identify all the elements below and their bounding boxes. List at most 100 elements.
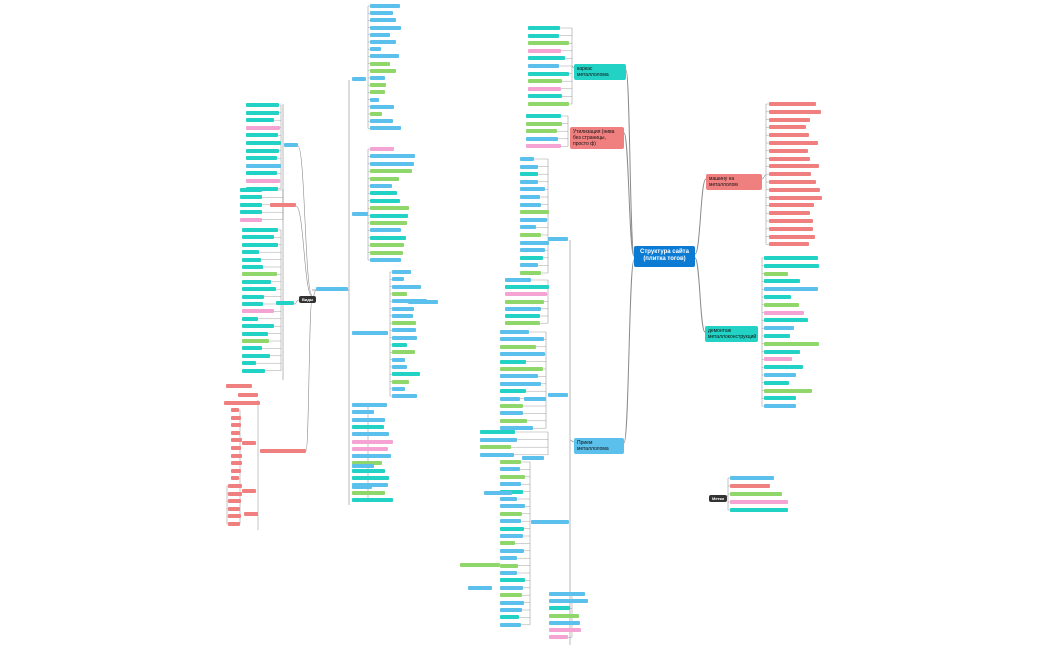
leaf-node[interactable] [228, 484, 236, 488]
leaf-node[interactable] [520, 195, 540, 199]
leaf-node[interactable] [520, 164, 538, 169]
leaf-node[interactable] [370, 206, 409, 211]
leaf-node[interactable] [240, 202, 262, 207]
leaf-node[interactable] [531, 520, 569, 524]
leaf-node[interactable] [260, 449, 306, 453]
leaf-node[interactable] [520, 240, 549, 245]
leaf-node[interactable] [548, 393, 568, 397]
leaf-node[interactable] [769, 172, 811, 177]
leaf-node[interactable] [505, 306, 541, 311]
leaf-node[interactable] [505, 299, 544, 304]
leaf-node[interactable] [480, 445, 511, 450]
leaf-node[interactable] [352, 476, 389, 480]
leaf-node[interactable] [769, 109, 821, 114]
leaf-node[interactable] [500, 359, 526, 364]
leaf-node[interactable] [528, 26, 560, 30]
leaf-node[interactable] [730, 500, 788, 504]
leaf-node[interactable] [270, 203, 296, 207]
leaf-node[interactable] [520, 187, 545, 192]
leaf-node[interactable] [730, 484, 770, 488]
leaf-node[interactable] [242, 302, 263, 306]
leaf-node[interactable] [460, 563, 500, 567]
leaf-node[interactable] [500, 352, 545, 357]
leaf-node[interactable] [352, 432, 389, 437]
leaf-node[interactable] [500, 548, 524, 553]
leaf-node[interactable] [500, 541, 515, 546]
leaf-node[interactable] [528, 79, 562, 84]
leaf-node[interactable] [392, 386, 405, 391]
leaf-node[interactable] [526, 114, 561, 118]
leaf-node[interactable] [764, 388, 812, 393]
leaf-node[interactable] [730, 508, 788, 512]
leaf-node[interactable] [500, 367, 543, 371]
leaf-node[interactable] [392, 313, 413, 318]
leaf-node[interactable] [526, 129, 557, 134]
leaf-node[interactable] [370, 11, 393, 16]
leaf-node[interactable] [528, 71, 569, 76]
leaf-node[interactable] [500, 504, 525, 509]
leaf-node[interactable] [228, 499, 236, 504]
leaf-node[interactable] [370, 47, 381, 52]
leaf-node[interactable] [231, 430, 240, 435]
leaf-node[interactable] [549, 628, 581, 632]
leaf-node[interactable] [769, 164, 819, 169]
leaf-node[interactable] [246, 171, 277, 176]
leaf-node[interactable] [392, 328, 416, 333]
leaf-node[interactable] [244, 512, 258, 516]
leaf-node[interactable] [240, 195, 262, 200]
leaf-node[interactable] [392, 357, 405, 362]
leaf-node[interactable] [370, 61, 390, 66]
leaf-node[interactable] [352, 403, 387, 407]
leaf-node[interactable] [370, 68, 396, 73]
leaf-node[interactable] [242, 294, 264, 299]
leaf-node[interactable] [730, 476, 774, 480]
leaf-node[interactable] [370, 198, 400, 203]
leaf-node[interactable] [352, 439, 393, 444]
leaf-node[interactable] [500, 467, 520, 472]
leaf-node[interactable] [352, 417, 385, 422]
leaf-node[interactable] [764, 404, 796, 409]
leaf-node[interactable] [242, 339, 269, 343]
leaf-node[interactable] [392, 394, 417, 399]
leaf-node[interactable] [352, 454, 391, 459]
leaf-node[interactable] [549, 620, 580, 625]
leaf-node[interactable] [500, 593, 522, 598]
leaf-node[interactable] [548, 237, 568, 241]
leaf-node[interactable] [520, 263, 538, 268]
leaf-node[interactable] [764, 357, 792, 362]
leaf-node[interactable] [242, 287, 276, 292]
leaf-node[interactable] [242, 316, 258, 321]
leaf-node[interactable] [246, 133, 278, 138]
leaf-node[interactable] [231, 499, 241, 504]
leaf-node[interactable] [392, 291, 407, 296]
leaf-node[interactable] [392, 306, 414, 311]
leaf-node[interactable] [231, 461, 242, 466]
leaf-node[interactable] [246, 163, 281, 168]
leaf-node[interactable] [764, 287, 818, 292]
hub-node-vidy[interactable]: Виды [299, 296, 317, 303]
topic-mashinu-na-metallolom[interactable]: машину на металлолом [706, 174, 762, 190]
leaf-node[interactable] [500, 622, 521, 627]
leaf-node[interactable] [520, 210, 549, 215]
leaf-node[interactable] [549, 635, 568, 640]
leaf-node[interactable] [480, 437, 517, 442]
leaf-node[interactable] [769, 133, 809, 138]
leaf-node[interactable] [500, 600, 524, 605]
leaf-node[interactable] [370, 25, 401, 30]
leaf-node[interactable] [370, 104, 394, 109]
leaf-node[interactable] [352, 468, 385, 473]
leaf-node[interactable] [242, 279, 271, 284]
leaf-node[interactable] [284, 143, 298, 147]
leaf-node[interactable] [764, 326, 794, 331]
leaf-node[interactable] [242, 242, 278, 247]
leaf-node[interactable] [352, 424, 384, 429]
leaf-node[interactable] [370, 250, 403, 255]
leaf-node[interactable] [520, 157, 534, 161]
leaf-node[interactable] [246, 110, 279, 115]
leaf-node[interactable] [370, 126, 401, 131]
leaf-node[interactable] [500, 337, 544, 342]
leaf-node[interactable] [242, 309, 274, 314]
leaf-node[interactable] [500, 578, 525, 583]
leaf-node[interactable] [370, 76, 385, 80]
leaf-node[interactable] [352, 212, 368, 216]
